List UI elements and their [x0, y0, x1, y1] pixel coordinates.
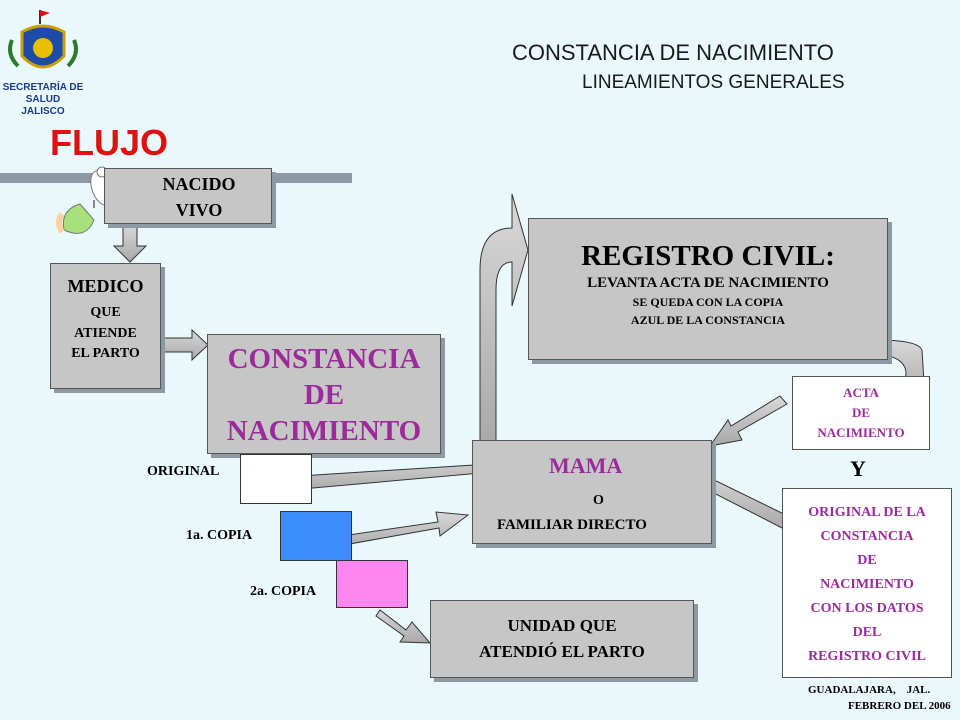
medico-title: MEDICO [67, 276, 144, 296]
copy-primera [280, 511, 352, 561]
registro-line3: AZUL DE LA CONSTANCIA [630, 313, 786, 327]
node-mama: MAMA O FAMILIAR DIRECTO [472, 440, 712, 544]
node-unidad: UNIDAD QUE ATENDIÓ EL PARTO [430, 600, 694, 678]
logo-text-line: SECRETARÍA DE [2, 82, 84, 93]
logo-text-line: SALUD [25, 94, 61, 105]
logo: SECRETARÍA DE SALUD JALISCO [0, 0, 86, 128]
mama-title: MAMA [549, 453, 623, 478]
original-line: REGISTRO CIVIL [808, 649, 926, 664]
jalisco-shield-icon [8, 10, 78, 69]
arrow-acta-mama [708, 395, 788, 447]
nacido-line: NACIDO [162, 174, 236, 194]
mama-familiar: FAMILIAR DIRECTO [497, 517, 647, 533]
unidad-line: ATENDIÓ EL PARTO [479, 642, 645, 661]
registro-line2: SE QUEDA CON LA COPIA [632, 295, 784, 309]
medico-line: EL PARTO [71, 346, 140, 361]
page-subtitle: LINEAMIENTOS GENERALES [582, 72, 845, 93]
copy-original [240, 454, 312, 504]
constancia-line: NACIMIENTO [226, 415, 422, 447]
original-line: ORIGINAL DE LA [808, 505, 926, 520]
arrow-nacido-medico [112, 225, 148, 263]
arrow-segunda-unidad [375, 609, 432, 644]
node-original-registro: ORIGINAL DE LA CONSTANCIA DE NACIMIENTO … [782, 488, 952, 678]
original-line: CON LOS DATOS [810, 601, 924, 616]
node-nacido-vivo: NACIDO VIVO [104, 168, 272, 224]
registro-line1: LEVANTA ACTA DE NACIMIENTO [587, 275, 829, 291]
constancia-line: DE [303, 379, 345, 411]
label-segunda-copia: 2a. COPIA [250, 584, 317, 599]
acta-line: ACTA [843, 385, 879, 400]
constancia-line: CONSTANCIA [227, 343, 421, 375]
footer-date: FEBRERO DEL 2006 [848, 700, 951, 712]
acta-line: DE [851, 405, 871, 420]
vivo-line: VIVO [175, 200, 223, 220]
arrow-mama-registro [479, 193, 529, 449]
acta-line: NACIMIENTO [817, 425, 905, 440]
original-line: DEL [852, 625, 882, 640]
y-connector: Y [850, 456, 866, 481]
label-original: ORIGINAL [147, 464, 220, 479]
node-registro-civil: REGISTRO CIVIL: LEVANTA ACTA DE NACIMIEN… [528, 218, 888, 360]
original-line: CONSTANCIA [820, 529, 914, 544]
arrow-medico-constancia [160, 328, 209, 362]
logo-text-line: JALISCO [21, 106, 65, 117]
footer-city: GUADALAJARA, JAL. [808, 684, 931, 696]
original-line: DE [857, 553, 877, 568]
flujo-label: FLUJO [50, 122, 169, 163]
registro-title: REGISTRO CIVIL: [581, 240, 835, 272]
unidad-line: UNIDAD QUE [507, 616, 617, 635]
mama-o: O [593, 493, 604, 508]
node-medico: MEDICO QUE ATIENDE EL PARTO [50, 263, 161, 389]
label-primera-copia: 1a. COPIA [186, 528, 253, 543]
medico-line: QUE [90, 305, 121, 320]
medico-line: ATIENDE [74, 326, 137, 341]
node-acta: ACTA DE NACIMIENTO [792, 376, 930, 450]
original-line: NACIMIENTO [820, 577, 914, 592]
copy-segunda [336, 560, 408, 608]
page-title: CONSTANCIA DE NACIMIENTO [512, 40, 834, 65]
node-constancia: CONSTANCIA DE NACIMIENTO [207, 334, 441, 454]
